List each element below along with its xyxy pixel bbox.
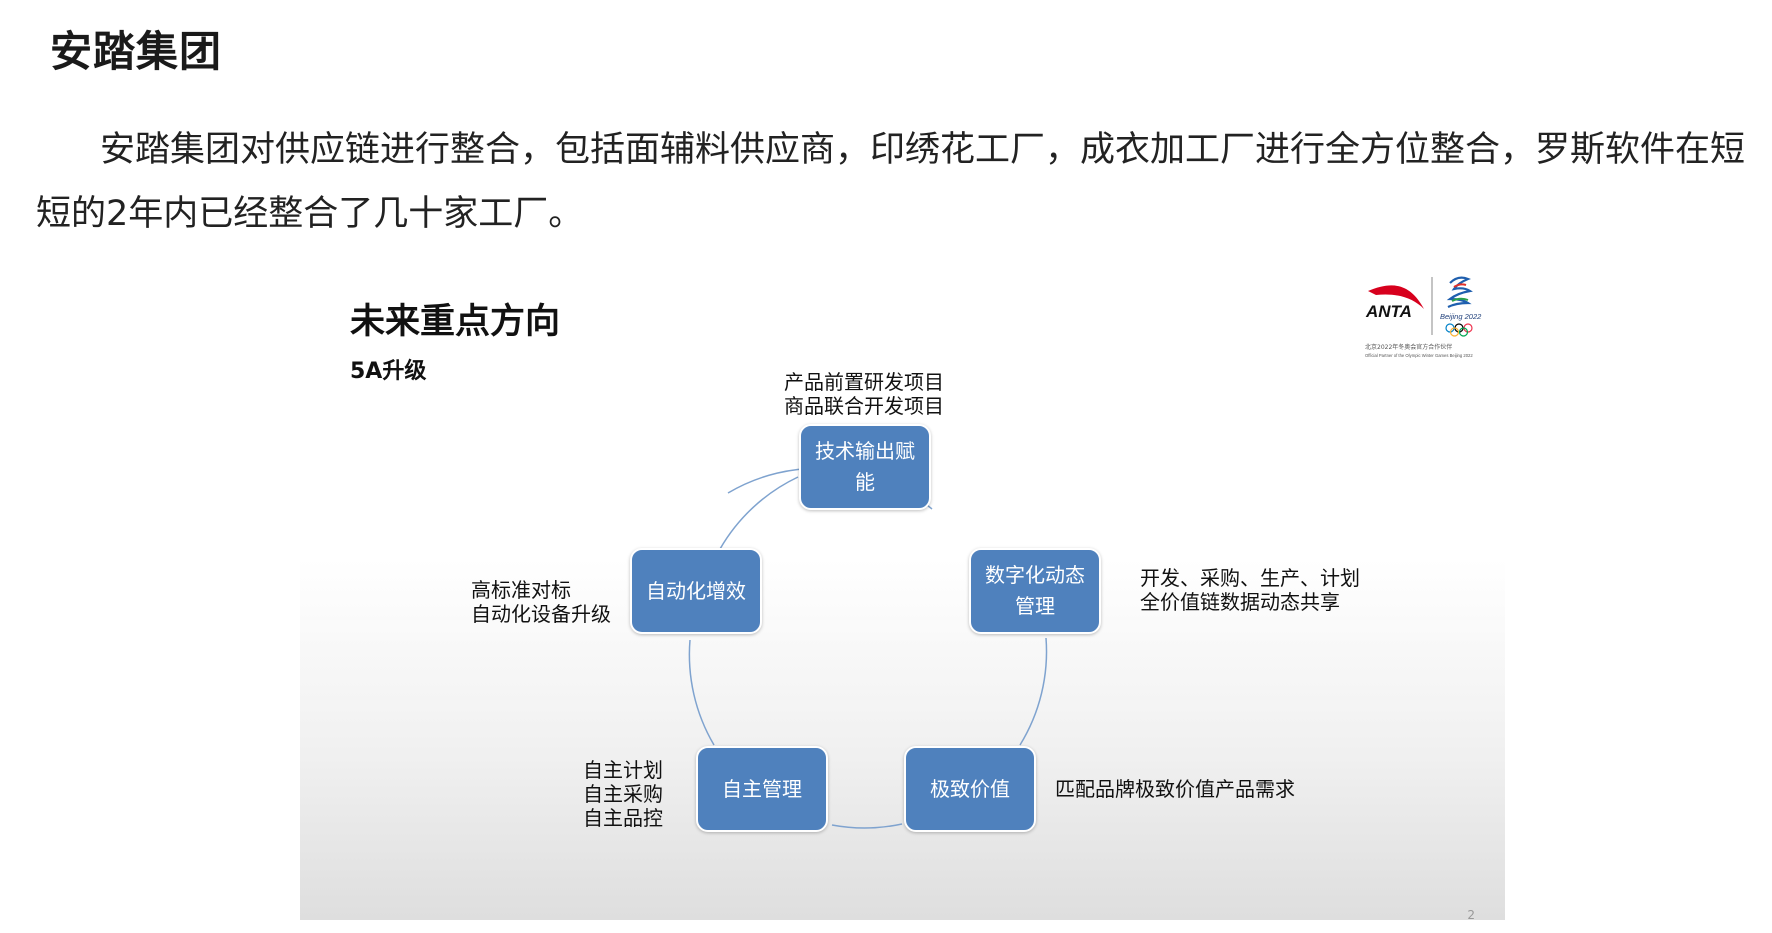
anta-olympic-logo: ANTA Beijing 2022 北京2022年冬奥会官方合作伙伴 Offic…	[1362, 271, 1497, 361]
note-line: 商品联合开发项目	[784, 394, 944, 418]
embedded-slide: 未来重点方向 5A升级 ANTA Beijing 2022 北京2022年冬奥会…	[300, 263, 1505, 920]
connector-4-5	[688, 639, 715, 746]
note-line: 自主采购	[583, 782, 663, 806]
node-tech-empowerment: 技术输出赋能	[799, 424, 931, 510]
body-paragraph: 安踏集团对供应链进行整合，包括面辅料供应商，印绣花工厂，成衣加工厂进行全方位整合…	[36, 130, 1746, 234]
slide-page-number: 2	[1467, 908, 1475, 920]
slide-subtitle: 5A升级	[350, 359, 427, 384]
connector-2-3	[1019, 637, 1048, 746]
note-line: 开发、采购、生产、计划	[1140, 566, 1360, 590]
note-tech-empowerment: 产品前置研发项目 商品联合开发项目	[784, 370, 944, 418]
note-line: 全价值链数据动态共享	[1140, 590, 1340, 614]
note-line: 产品前置研发项目	[784, 370, 944, 394]
note-line: 匹配品牌极致价值产品需求	[1055, 777, 1295, 801]
page-heading: 安踏集团	[50, 27, 223, 76]
note-digital-management: 开发、采购、生产、计划 全价值链数据动态共享	[1140, 566, 1360, 614]
node-ultimate-value: 极致价值	[904, 746, 1036, 832]
note-ultimate-value: 匹配品牌极致价值产品需求	[1055, 777, 1295, 801]
note-line: 自主计划	[583, 758, 663, 782]
note-line: 自动化设备升级	[471, 602, 611, 626]
slide-title: 未来重点方向	[350, 302, 561, 342]
node-self-management: 自主管理	[696, 746, 828, 832]
note-line: 自主品控	[583, 806, 663, 830]
note-self-management: 自主计划 自主采购 自主品控	[583, 758, 663, 830]
svg-text:ANTA: ANTA	[1365, 302, 1412, 321]
note-automation: 高标准对标 自动化设备升级	[471, 578, 611, 626]
note-line: 高标准对标	[471, 578, 571, 602]
svg-text:Official Partner of the Olympi: Official Partner of the Olympic Winter G…	[1365, 353, 1473, 358]
node-digital-management: 数字化动态管理	[969, 548, 1101, 634]
connector-5-1	[719, 476, 799, 550]
svg-text:Beijing 2022: Beijing 2022	[1440, 312, 1482, 321]
node-automation: 自动化增效	[630, 548, 762, 634]
svg-text:北京2022年冬奥会官方合作伙伴: 北京2022年冬奥会官方合作伙伴	[1365, 343, 1452, 351]
connector-3-4	[831, 823, 903, 829]
